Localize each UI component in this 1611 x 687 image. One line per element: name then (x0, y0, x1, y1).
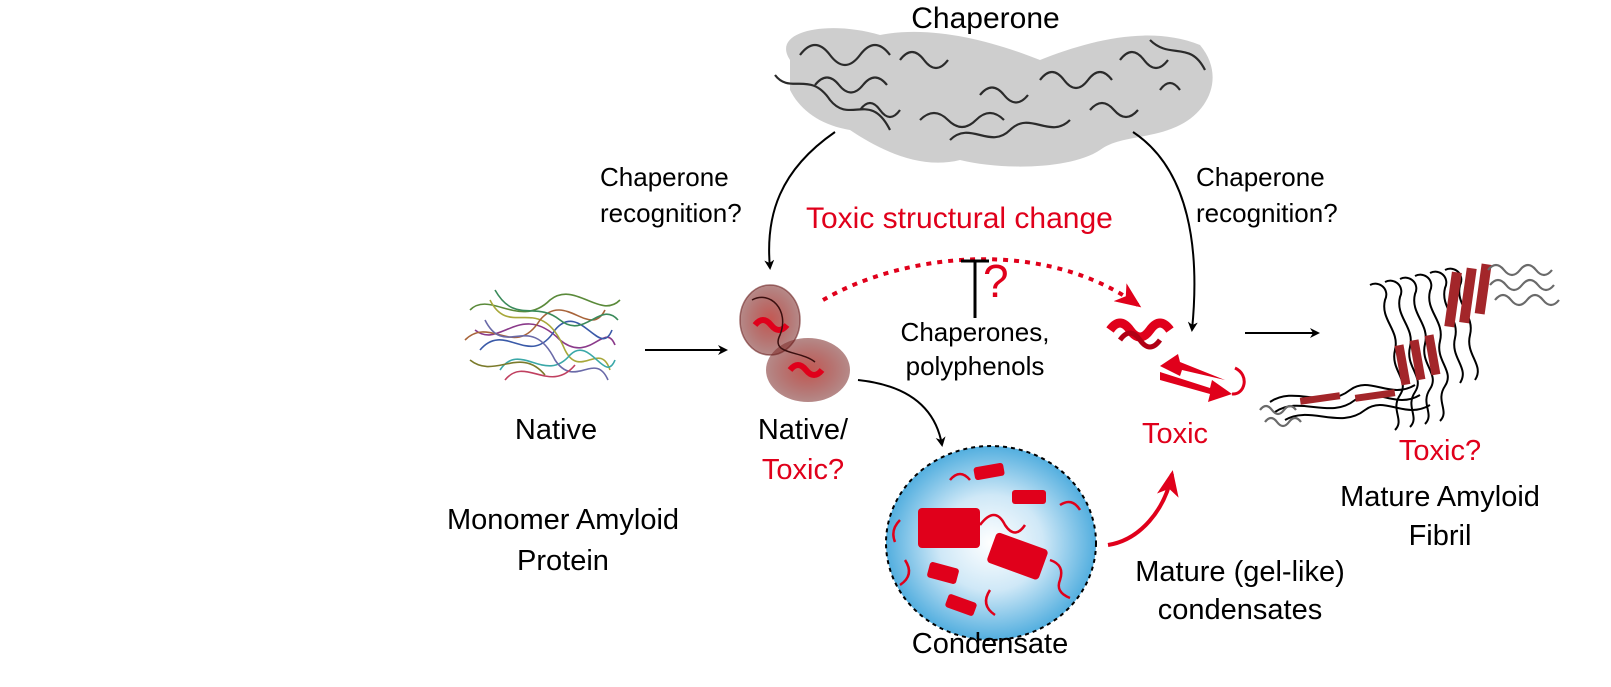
inhibition-bar-icon (961, 259, 989, 318)
condensate-label: Condensate (911, 628, 1069, 660)
monomer-label-1: Monomer Amyloid (446, 504, 680, 536)
arrow-condensate-to-toxic (1107, 470, 1179, 547)
native-toxic-label-1: Native/ (757, 414, 849, 446)
inhibition-question-mark: ? (983, 255, 1009, 307)
toxic-structural-change-label: Toxic structural change (806, 202, 1113, 235)
monomer-label-2: Protein (517, 545, 609, 577)
inhibitors-label-2: polyphenols (905, 351, 1045, 381)
mature-condensates-label-2: condensates (1157, 594, 1323, 626)
chaperone-structure-icon (774, 28, 1213, 167)
native-toxic-label-2: Toxic? (761, 454, 845, 486)
recognition-label-right-1: Chaperone (1196, 162, 1325, 192)
toxic-change-arrow (821, 257, 1142, 308)
fibril-toxic-label: Toxic? (1398, 435, 1482, 467)
native-monomer-icon (464, 289, 621, 381)
arrow-to-condensate (857, 379, 946, 447)
amyloid-fibril-icon (1259, 263, 1560, 431)
toxic-label: Toxic (1141, 418, 1209, 450)
recognition-arrow-left (764, 131, 836, 270)
fibril-label-1: Mature Amyloid (1340, 481, 1540, 513)
mature-condensates-label-1: Mature (gel-like) (1135, 556, 1345, 588)
condensate-droplet-icon (885, 445, 1097, 641)
recognition-label-right-2: recognition? (1196, 198, 1338, 228)
recognition-label-left-1: Chaperone (600, 162, 729, 192)
inhibitors-label-1: Chaperones, (900, 317, 1050, 347)
fibril-label-2: Fibril (1408, 520, 1472, 552)
toxic-structure-icon (1106, 318, 1246, 402)
recognition-label-left-2: recognition? (600, 198, 742, 228)
native-toxic-protein-icon (739, 284, 850, 402)
chaperone-title: Chaperone (911, 2, 1060, 35)
native-label: Native (514, 414, 598, 446)
recognition-arrow-right (1132, 131, 1198, 332)
